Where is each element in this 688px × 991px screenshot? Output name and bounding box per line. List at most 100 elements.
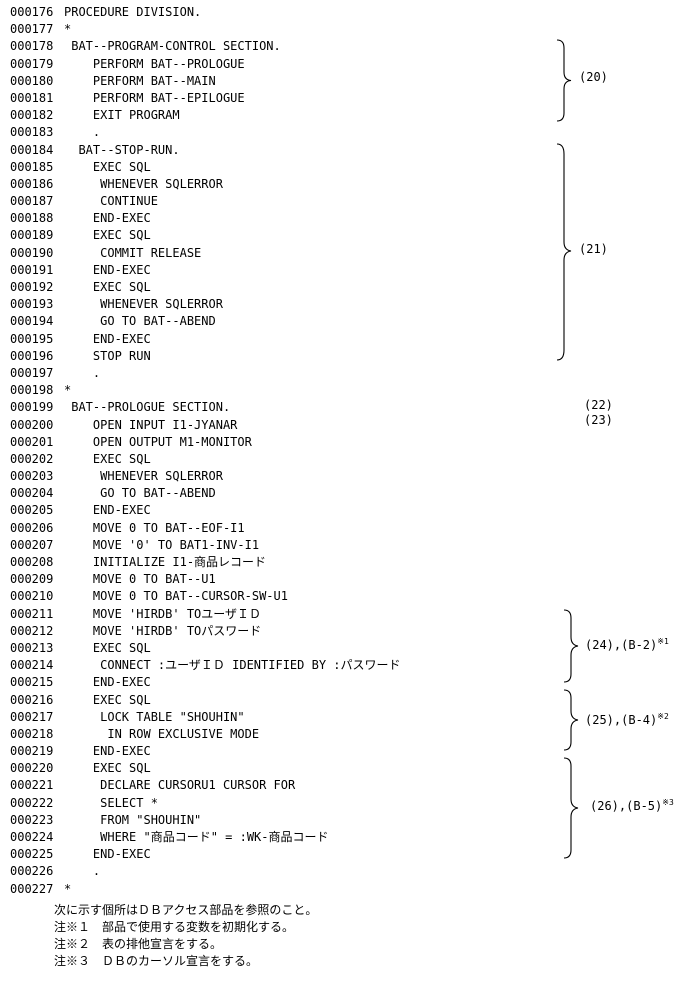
line-number: 000222	[10, 795, 54, 810]
line-number: 000198	[10, 383, 54, 398]
line-code: CONTINUE	[64, 194, 158, 209]
line-code: FROM "SHOUHIN"	[64, 812, 202, 827]
line-code: EXEC SQL	[64, 761, 151, 776]
line-number: 000199	[10, 400, 54, 415]
line-code: END-EXEC	[64, 503, 151, 518]
line-code: INITIALIZE I1-商品レコード	[64, 555, 267, 569]
line-number: 000177	[10, 22, 54, 37]
annotation-24-sup: ※1	[657, 637, 669, 646]
code-line: 000227*	[10, 881, 401, 898]
code-line: 000201 OPEN OUTPUT M1-MONITOR	[10, 434, 401, 451]
brace-26	[563, 757, 579, 859]
line-number: 000217	[10, 709, 54, 724]
line-number: 000201	[10, 434, 54, 449]
code-line: 000200 OPEN INPUT I1-JYANAR	[10, 417, 401, 434]
brace-20	[556, 39, 572, 122]
code-line: 000188 END-EXEC	[10, 210, 401, 227]
line-number: 000227	[10, 881, 54, 896]
line-code: END-EXEC	[64, 211, 151, 226]
code-line: 000212 MOVE 'HIRDB' TOパスワード	[10, 623, 401, 640]
code-line: 000183 .	[10, 124, 401, 141]
annotation-25-text: (25),(B-4)	[585, 713, 658, 727]
line-code: END-EXEC	[64, 847, 151, 862]
line-code: EXEC SQL	[64, 280, 151, 294]
line-number: 000204	[10, 486, 54, 501]
code-line: 000193 WHENEVER SQLERROR	[10, 296, 401, 313]
code-line: 000211 MOVE 'HIRDB' TOユーザＩＤ	[10, 606, 401, 623]
line-code: .	[64, 864, 101, 879]
code-line: 000195 END-EXEC	[10, 331, 401, 348]
line-code: MOVE 0 TO BAT--U1	[64, 572, 216, 587]
line-number: 000184	[10, 142, 54, 157]
line-number: 000181	[10, 90, 54, 105]
annotation-23-text: (23)	[584, 413, 613, 427]
code-line: 000223 FROM "SHOUHIN"	[10, 812, 401, 829]
line-code: WHENEVER SQLERROR	[64, 176, 223, 191]
line-number: 000193	[10, 297, 54, 312]
line-code: WHENEVER SQLERROR	[64, 469, 223, 484]
line-number: 000211	[10, 606, 54, 621]
annotation-24-text: (24),(B-2)	[585, 638, 658, 652]
code-line: 000206 MOVE 0 TO BAT--EOF-I1	[10, 520, 401, 537]
code-line: 000208 INITIALIZE I1-商品レコード	[10, 554, 401, 571]
line-number: 000195	[10, 331, 54, 346]
line-code: OPEN INPUT I1-JYANAR	[64, 417, 238, 432]
code-line: 000207 MOVE '0' TO BAT1-INV-I1	[10, 537, 401, 554]
line-number: 000186	[10, 176, 54, 191]
line-code: END-EXEC	[64, 675, 151, 690]
code-line: 000190 COMMIT RELEASE	[10, 245, 401, 262]
code-line: 000224 WHERE "商品コード" = :WK-商品コード	[10, 829, 401, 846]
footer-note-2: 注※２ 表の排他宣言をする。	[54, 937, 223, 951]
code-line: 000194 GO TO BAT--ABEND	[10, 313, 401, 330]
line-code: EXEC SQL	[64, 640, 151, 655]
line-number: 000185	[10, 159, 54, 174]
line-code: EXIT PROGRAM	[64, 108, 180, 123]
line-number: 000206	[10, 520, 54, 535]
brace-24-path	[563, 609, 579, 683]
line-code: *	[64, 383, 72, 398]
code-line: 000177*	[10, 21, 401, 38]
annotation-26: (26),(B-5)※3	[590, 798, 674, 813]
line-number: 000190	[10, 245, 54, 260]
line-number: 000205	[10, 503, 54, 518]
line-code: PERFORM BAT--EPILOGUE	[64, 90, 245, 105]
line-number: 000216	[10, 692, 54, 707]
line-code: DECLARE CURSORU1 CURSOR FOR	[64, 778, 296, 793]
brace-20-path	[556, 39, 572, 122]
code-line: 000216 EXEC SQL	[10, 692, 401, 709]
line-code: WHERE "商品コード" = :WK-商品コード	[64, 830, 329, 844]
code-line: 000179 PERFORM BAT--PROLOGUE	[10, 56, 401, 73]
line-number: 000189	[10, 228, 54, 243]
line-number: 000200	[10, 417, 54, 432]
line-code: EXEC SQL	[64, 228, 151, 243]
line-number: 000208	[10, 555, 54, 569]
line-code: EXEC SQL	[64, 159, 151, 174]
annotation-20: (20)	[579, 70, 608, 84]
code-line: 000215 END-EXEC	[10, 674, 401, 691]
line-code: OPEN OUTPUT M1-MONITOR	[64, 434, 252, 449]
line-code: PROCEDURE DIVISION.	[64, 5, 202, 19]
code-line: 000209 MOVE 0 TO BAT--U1	[10, 571, 401, 588]
line-code: COMMIT RELEASE	[64, 245, 202, 260]
code-line: 000213 EXEC SQL	[10, 640, 401, 657]
code-line: 000178 BAT--PROGRAM-CONTROL SECTION.	[10, 38, 401, 55]
code-line: 000196 STOP RUN	[10, 348, 401, 365]
line-number: 000179	[10, 56, 54, 71]
line-code: .	[64, 365, 101, 380]
line-number: 000210	[10, 589, 54, 604]
code-line: 000220 EXEC SQL	[10, 760, 401, 777]
code-line: 000202 EXEC SQL	[10, 451, 401, 468]
code-line: 000205 END-EXEC	[10, 502, 401, 519]
code-line: 000203 WHENEVER SQLERROR	[10, 468, 401, 485]
brace-26-path	[563, 757, 579, 859]
code-line: 000204 GO TO BAT--ABEND	[10, 485, 401, 502]
code-line: 000218 IN ROW EXCLUSIVE MODE	[10, 726, 401, 743]
annotation-25: (25),(B-4)※2	[585, 712, 669, 727]
footer-intro: 次に示す個所はＤＢアクセス部品を参照のこと。	[54, 903, 318, 917]
line-number: 000219	[10, 744, 54, 759]
annotation-26-text: (26),(B-5)	[590, 799, 663, 813]
brace-25	[563, 689, 579, 751]
line-code: GO TO BAT--ABEND	[64, 486, 216, 501]
